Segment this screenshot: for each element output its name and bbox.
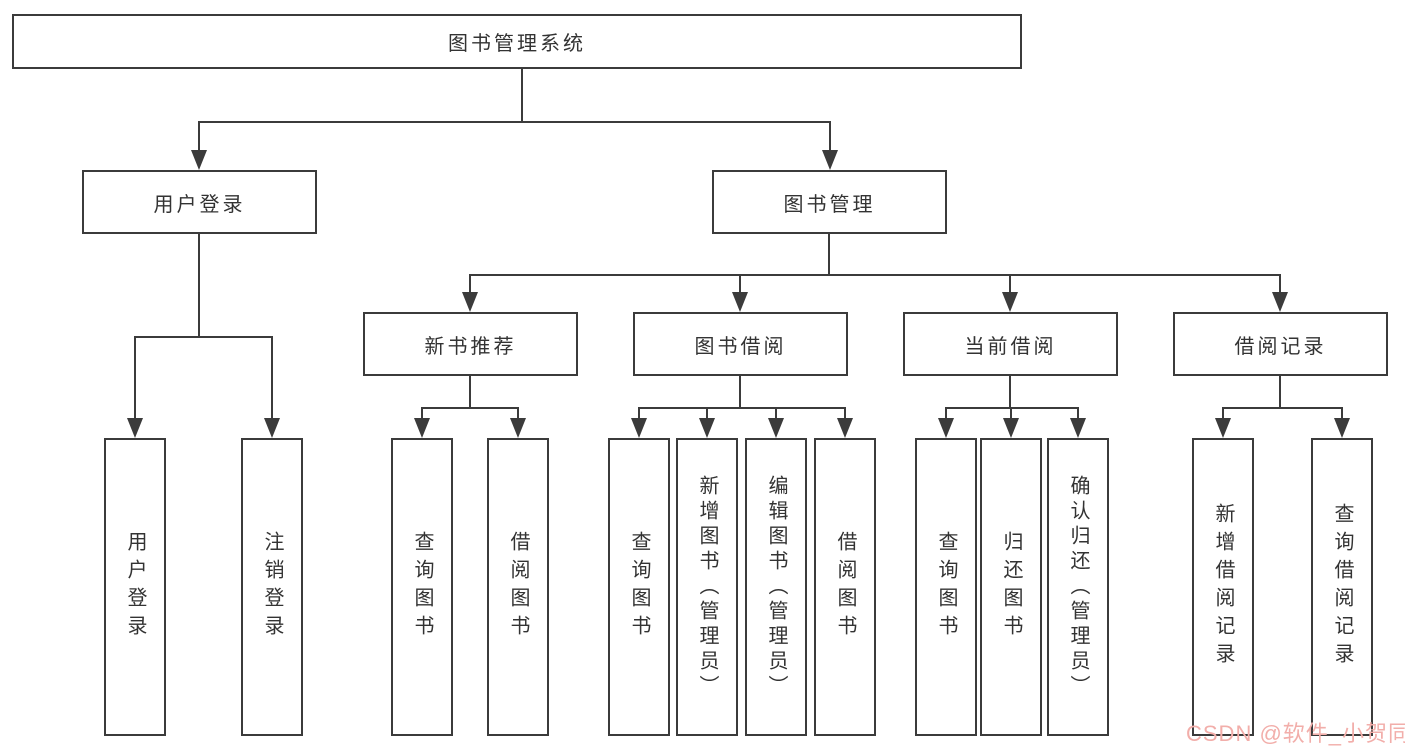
connector-drop-current-borrow	[1009, 274, 1011, 292]
connector-drop-leaf	[421, 407, 423, 419]
connector-drop-leaf	[1010, 407, 1012, 419]
connector-book-management-stem	[828, 234, 830, 276]
connector-drop-book-management	[829, 121, 831, 151]
connector-drop-leaf	[1341, 407, 1343, 419]
node-current-borrow: 当前借阅	[903, 312, 1118, 376]
leaf-query-book-1: 查询图书	[391, 438, 453, 736]
csdn-watermark: CSDN @软件_小贺同学	[1186, 721, 1405, 746]
connector-borrow-record-stem	[1279, 376, 1281, 407]
node-label: 归还图书	[1000, 531, 1022, 643]
arrow-down-icon	[264, 418, 280, 438]
node-user-login: 用户登录	[82, 170, 317, 234]
connector-new-book-branch	[421, 407, 519, 409]
node-label: 注销登录	[261, 531, 283, 643]
leaf-borrow-book-1: 借阅图书	[487, 438, 549, 736]
arrow-down-icon	[414, 418, 430, 438]
connector-current-borrow-stem	[1009, 376, 1011, 407]
node-label: 当前借阅	[964, 335, 1057, 358]
connector-root-branch	[198, 121, 831, 123]
node-label: 借阅记录	[1234, 335, 1327, 358]
arrow-down-icon	[1070, 418, 1086, 438]
connector-drop-leaf	[271, 336, 273, 418]
connector-drop-leaf	[1077, 407, 1079, 419]
connector-drop-leaf	[134, 336, 136, 418]
connector-drop-leaf	[844, 407, 846, 419]
node-borrow-record: 借阅记录	[1173, 312, 1388, 376]
connector-drop-leaf	[517, 407, 519, 419]
node-label: 确认归还（管理员）	[1067, 474, 1089, 700]
node-label: 查询图书	[935, 531, 957, 643]
connector-current-borrow-branch	[945, 407, 1079, 409]
arrow-down-icon	[768, 418, 784, 438]
node-label: 图书借阅	[694, 335, 787, 358]
arrow-down-icon	[699, 418, 715, 438]
node-label: 编辑图书（管理员）	[765, 474, 787, 700]
leaf-query-book-3: 查询图书	[915, 438, 977, 736]
connector-user-login-stem	[198, 234, 200, 336]
connector-borrow-record-branch	[1222, 407, 1343, 409]
arrow-down-icon	[1002, 292, 1018, 312]
leaf-query-borrow-record: 查询借阅记录	[1311, 438, 1373, 736]
arrow-down-icon	[631, 418, 647, 438]
connector-book-management-branch	[469, 274, 1281, 276]
leaf-add-borrow-record: 新增借阅记录	[1192, 438, 1254, 736]
arrow-down-icon	[462, 292, 478, 312]
node-label: 图书管理系统	[448, 33, 586, 55]
connector-drop-book-borrow	[739, 274, 741, 292]
node-book-management: 图书管理	[712, 170, 947, 234]
node-label: 图书管理	[783, 193, 876, 216]
connector-drop-user-login	[198, 121, 200, 151]
arrow-down-icon	[510, 418, 526, 438]
node-label: 查询借阅记录	[1331, 503, 1353, 671]
connector-user-login-branch	[134, 336, 273, 338]
leaf-confirm-return-admin: 确认归还（管理员）	[1047, 438, 1109, 736]
node-label: 新增图书（管理员）	[696, 474, 718, 700]
leaf-query-book-2: 查询图书	[608, 438, 670, 736]
connector-drop-leaf	[638, 407, 640, 419]
connector-drop-leaf	[1222, 407, 1224, 419]
connector-drop-new-book	[469, 274, 471, 292]
node-label: 新书推荐	[424, 335, 517, 358]
leaf-borrow-book-2: 借阅图书	[814, 438, 876, 736]
node-label: 借阅图书	[507, 531, 529, 643]
arrow-down-icon	[1215, 418, 1231, 438]
node-label: 用户登录	[124, 531, 146, 643]
node-label: 新增借阅记录	[1212, 503, 1234, 671]
arrow-down-icon	[837, 418, 853, 438]
leaf-user-login: 用户登录	[104, 438, 166, 736]
connector-new-book-stem	[469, 376, 471, 407]
arrow-down-icon	[1334, 418, 1350, 438]
arrow-down-icon	[1272, 292, 1288, 312]
node-label: 用户登录	[153, 193, 246, 216]
connector-book-borrow-stem	[739, 376, 741, 407]
leaf-edit-book-admin: 编辑图书（管理员）	[745, 438, 807, 736]
node-book-borrow: 图书借阅	[633, 312, 848, 376]
node-label: 借阅图书	[834, 531, 856, 643]
arrow-down-icon	[1003, 418, 1019, 438]
arrow-down-icon	[732, 292, 748, 312]
leaf-logout: 注销登录	[241, 438, 303, 736]
connector-drop-leaf	[706, 407, 708, 419]
connector-root-stem	[521, 69, 523, 121]
connector-drop-borrow-record	[1279, 274, 1281, 292]
node-label: 查询图书	[411, 531, 433, 643]
node-new-book-recommend: 新书推荐	[363, 312, 578, 376]
connector-drop-leaf	[945, 407, 947, 419]
connector-book-borrow-branch	[638, 407, 846, 409]
arrow-down-icon	[127, 418, 143, 438]
node-root-library-management-system: 图书管理系统	[12, 14, 1022, 69]
leaf-return-book: 归还图书	[980, 438, 1042, 736]
connector-drop-leaf	[775, 407, 777, 419]
arrow-down-icon	[938, 418, 954, 438]
node-label: 查询图书	[628, 531, 650, 643]
arrow-down-icon	[822, 150, 838, 170]
leaf-add-book-admin: 新增图书（管理员）	[676, 438, 738, 736]
arrow-down-icon	[191, 150, 207, 170]
